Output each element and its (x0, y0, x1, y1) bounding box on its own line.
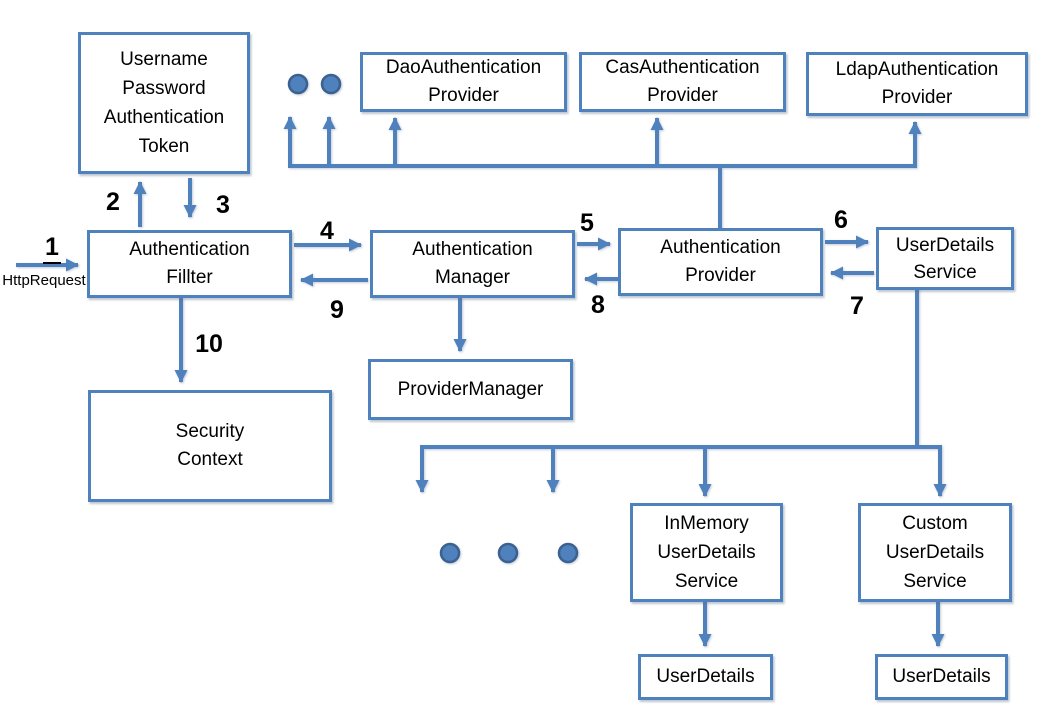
step-8-label: 8 (591, 291, 605, 319)
step-7-label: 7 (850, 292, 864, 320)
box-user-details-right-label: UserDetails (892, 666, 991, 687)
box-user-details-right: UserDetails (875, 654, 1008, 700)
box-authentication-provider: Authentication Provider (618, 228, 823, 296)
box-user-details-service: UserDetails Service (876, 227, 1014, 290)
box-ldap-authentication-provider-label: LdapAuthentication Provider (835, 59, 999, 108)
box-cas-authentication-provider-label: CasAuthentication Provider (605, 57, 760, 106)
step-4-label: 4 (320, 217, 334, 245)
box-custom-user-details-service-label: Custom UserDetails Service (885, 513, 985, 592)
box-authentication-filter: Authentication Fillter (87, 230, 292, 298)
ellipsis-dot-top-1 (287, 73, 309, 95)
step-5-label: 5 (580, 209, 594, 237)
step-10-label: 10 (195, 330, 223, 358)
box-security-context: Security Context (88, 390, 332, 502)
box-provider-manager: ProviderManager (368, 359, 573, 420)
step-1-number: 1 (43, 233, 61, 264)
step-2-label: 2 (106, 188, 120, 216)
step-3-label: 3 (216, 191, 230, 219)
box-custom-user-details-service: Custom UserDetails Service (858, 503, 1012, 602)
box-dao-authentication-provider-label: DaoAuthentication Provider (385, 57, 542, 106)
box-ldap-authentication-provider: LdapAuthentication Provider (806, 52, 1028, 116)
box-user-details-left-label: UserDetails (656, 666, 755, 687)
box-user-details-left: UserDetails (638, 654, 773, 700)
box-authentication-manager: Authentication Manager (370, 230, 575, 298)
http-request-label: HttpRequest (2, 272, 86, 289)
box-in-memory-user-details-service-label: InMemory UserDetails Service (657, 513, 756, 592)
ellipsis-dot-top-2 (320, 73, 342, 95)
box-authentication-provider-label: Authentication Provider (660, 237, 781, 286)
box-cas-authentication-provider: CasAuthentication Provider (579, 52, 786, 112)
step-9-label: 9 (330, 296, 344, 324)
box-username-password-authentication-token: Username Password Authentication Token (78, 32, 250, 174)
box-authentication-manager-label: Authentication Manager (412, 239, 533, 288)
step-6-label: 6 (834, 206, 848, 234)
box-user-details-service-label: UserDetails Service (895, 234, 995, 283)
ellipsis-dot-bottom-2 (497, 542, 519, 564)
step-1-label: 1 (37, 233, 67, 264)
box-authentication-filter-label: Authentication Fillter (129, 239, 250, 288)
ellipsis-dot-bottom-3 (557, 542, 579, 564)
box-in-memory-user-details-service: InMemory UserDetails Service (630, 503, 783, 602)
ellipsis-dot-bottom-1 (439, 542, 461, 564)
box-security-context-label: Security Context (175, 421, 245, 470)
box-username-password-authentication-token-label: Username Password Authentication Token (103, 49, 225, 157)
box-dao-authentication-provider: DaoAuthentication Provider (360, 52, 567, 112)
box-provider-manager-label: ProviderManager (397, 378, 544, 400)
